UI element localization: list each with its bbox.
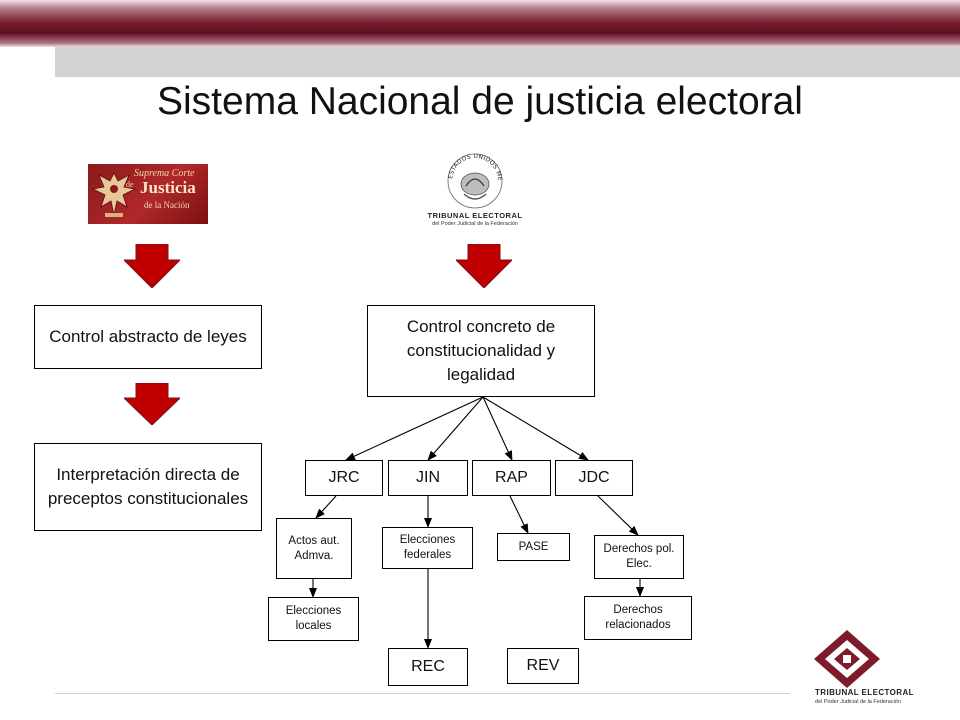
box-jin: JIN xyxy=(388,460,468,496)
arrow-to-rap xyxy=(482,396,513,461)
box-control-abstracto: Control abstracto de leyes xyxy=(34,305,262,369)
box-control-concreto: Control concreto de constitucionalidad y… xyxy=(367,305,595,397)
box-actos-aut-admva: Actos aut. Admva. xyxy=(276,518,352,579)
arrow-to-jin xyxy=(427,396,484,461)
scjn-line3: Justicia xyxy=(140,178,196,197)
scjn-line1: Suprema Corte xyxy=(134,168,195,179)
box-elecciones-federales: Elecciones federales xyxy=(382,527,473,569)
scjn-line2: de xyxy=(126,180,134,189)
footer-line xyxy=(55,693,790,694)
logo-institution-name: TRIBUNAL ELECTORAL xyxy=(815,688,914,697)
down-arrow-icon xyxy=(456,244,512,288)
arrow-to-actos xyxy=(315,495,337,519)
slide-title: Sistema Nacional de justicia electoral xyxy=(157,80,803,123)
seal-icon: ESTADOS UNIDOS MEXICANOS xyxy=(442,148,503,209)
arrow-to-jrc xyxy=(345,396,484,461)
tribunal-electoral-logo: TRIBUNAL ELECTORAL del Poder Judicial de… xyxy=(800,628,950,710)
tribunal-mark-icon xyxy=(814,630,880,688)
down-arrow-icon xyxy=(124,383,180,425)
box-rev: REV xyxy=(507,648,579,684)
header-gray-band xyxy=(55,47,960,77)
eagle-icon xyxy=(91,172,137,217)
seal-institution-name: TRIBUNAL ELECTORAL xyxy=(427,211,523,220)
box-elecciones-locales: Elecciones locales xyxy=(268,597,359,641)
arrow-to-derechos-pol xyxy=(597,495,639,536)
box-jrc: JRC xyxy=(305,460,383,496)
box-pase: PASE xyxy=(497,533,570,561)
arrow-to-pase xyxy=(509,495,529,534)
box-derechos-relacionados: Derechos relacionados xyxy=(584,596,692,640)
seal-institution-sub: del Poder Judicial de la Federación xyxy=(432,221,518,227)
scjn-logo: Suprema Corte de Justicia de la Nación xyxy=(88,164,208,224)
box-interpretacion-directa: Interpretación directa de preceptos cons… xyxy=(34,443,262,531)
down-arrow-icon xyxy=(124,244,180,288)
box-rec: REC xyxy=(388,648,468,686)
box-rap: RAP xyxy=(472,460,551,496)
box-derechos-pol-elec: Derechos pol. Elec. xyxy=(594,535,684,579)
tepjf-seal-logo: ESTADOS UNIDOS MEXICANOS TRIBUNAL ELECTO… xyxy=(420,148,530,232)
scjn-line4: de la Nación xyxy=(144,200,190,210)
arrow-to-jdc xyxy=(482,396,589,461)
logo-institution-sub: del Poder Judicial de la Federación xyxy=(815,699,901,705)
header-bar xyxy=(0,0,960,47)
box-jdc: JDC xyxy=(555,460,633,496)
